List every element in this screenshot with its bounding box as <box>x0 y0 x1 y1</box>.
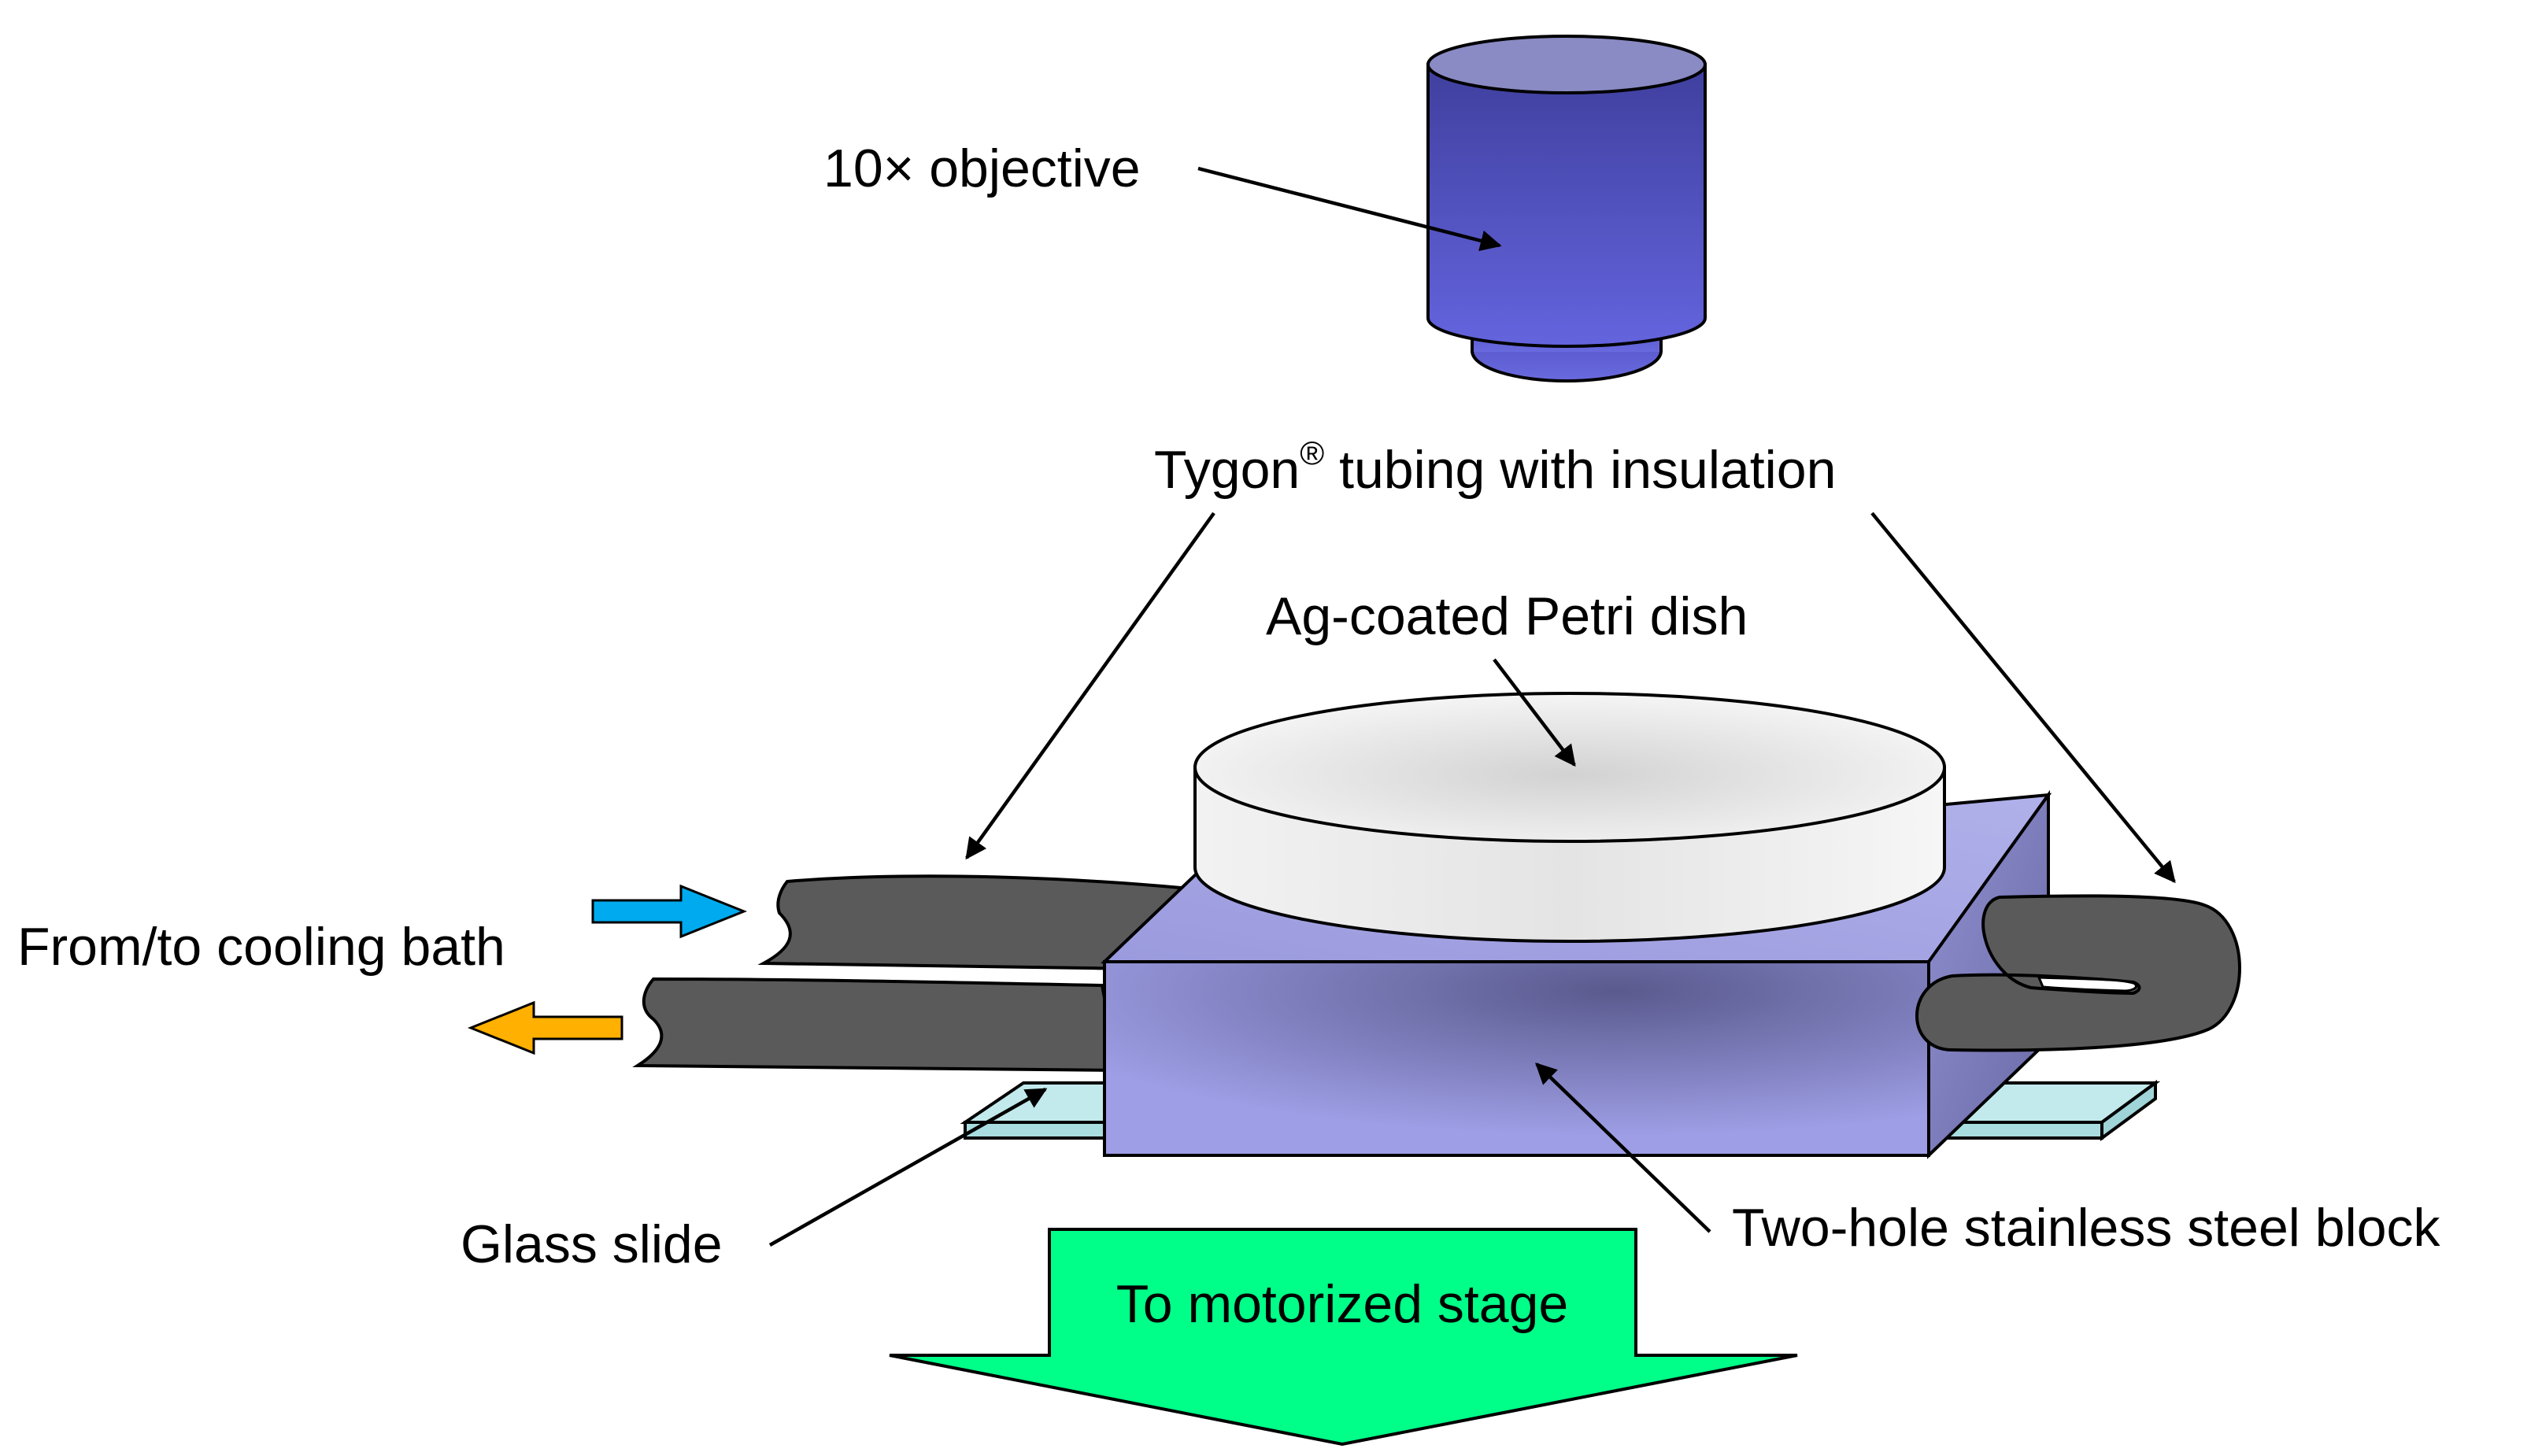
stage-label: To motorized stage <box>1116 1274 1569 1334</box>
tubing-upper-left <box>757 874 1183 972</box>
cooling-label: From/to cooling bath <box>17 917 505 977</box>
tubing-right-loop <box>1915 894 2241 1052</box>
tubing-leader-right <box>1870 512 2176 884</box>
objective-leader <box>1197 166 1502 252</box>
petri-dish <box>1193 692 1946 943</box>
tubing-label-suffix: tubing with insulation <box>1324 440 1836 500</box>
dish-leader <box>1493 658 1576 767</box>
tubing-label: Tygon® tubing with insulation <box>1154 434 1836 500</box>
block-label: Two-hole stainless steel block <box>1732 1198 2441 1258</box>
tubing-leader-left <box>965 512 1215 860</box>
tubing-label-prefix: Tygon <box>1154 440 1300 500</box>
outflow-arrow <box>467 1000 623 1055</box>
registered-mark: ® <box>1300 434 1324 471</box>
objective-label: 10× objective <box>823 139 1141 198</box>
objective-lens <box>1426 35 1707 382</box>
inflow-arrow <box>591 884 748 939</box>
dish-label: Ag-coated Petri dish <box>1266 586 1748 646</box>
motorized-stage-arrow <box>889 1228 1798 1447</box>
block-leader <box>1535 1062 1711 1233</box>
slide-label: Glass slide <box>461 1214 723 1274</box>
tubing-lower-left <box>632 977 1120 1073</box>
slide-leader <box>768 1088 1048 1247</box>
